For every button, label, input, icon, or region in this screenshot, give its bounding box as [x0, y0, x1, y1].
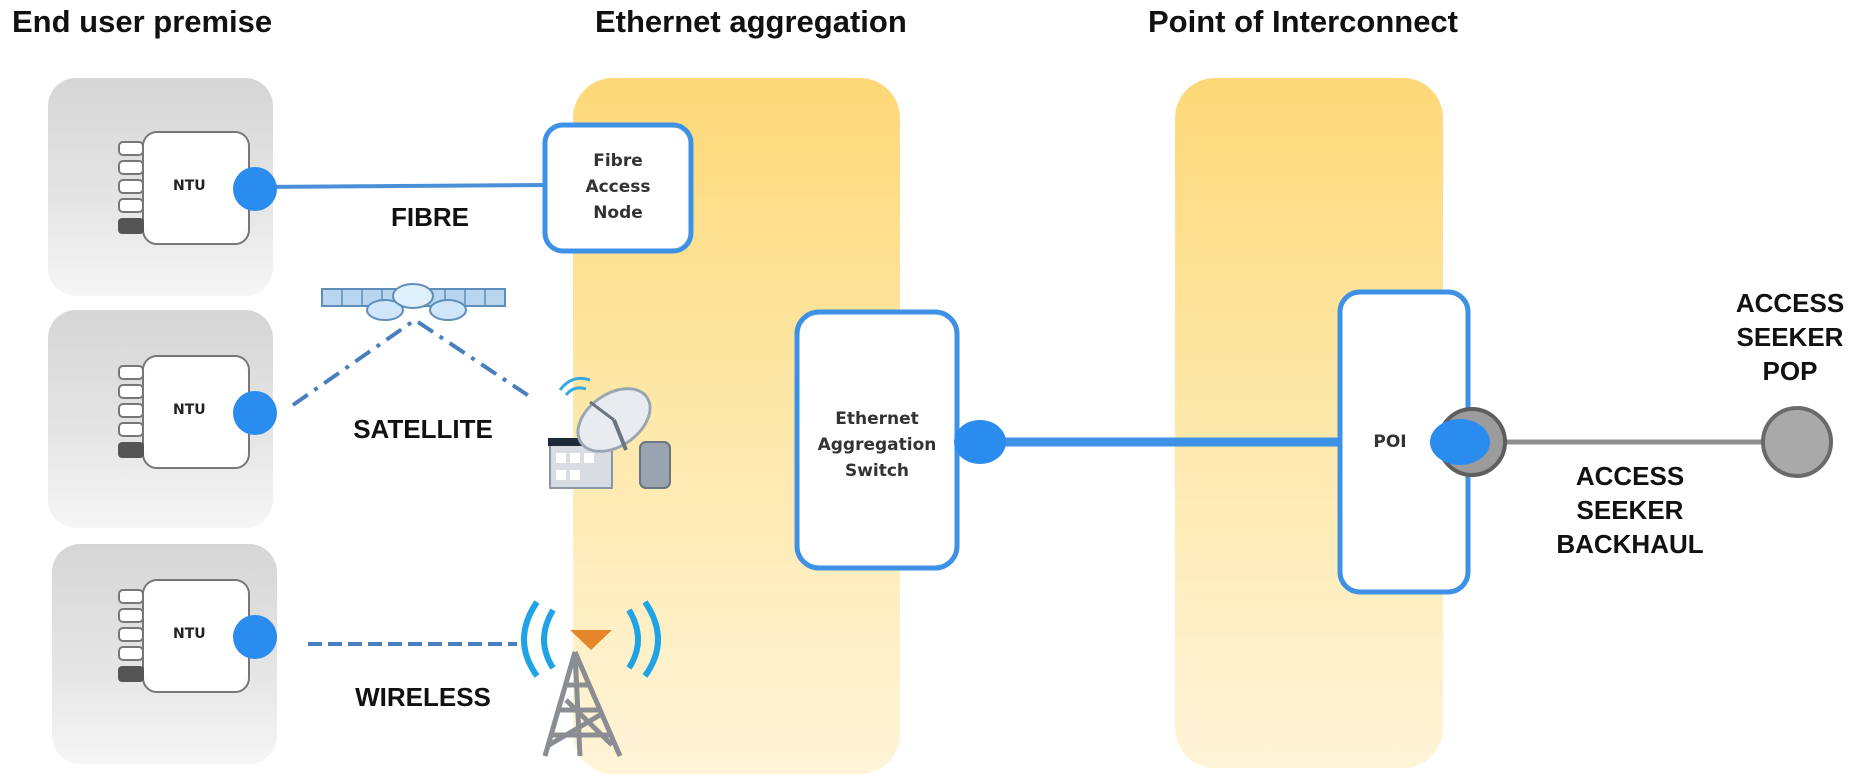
pop-label-line2: SEEKER	[1736, 322, 1844, 352]
heading-end-user-premise: End user premise	[12, 4, 273, 39]
ntu-device-satellite	[118, 355, 250, 469]
ntu-device-wireless	[118, 579, 250, 693]
wireless-link-label: WIRELESS	[355, 682, 491, 712]
satellite-icon	[321, 283, 506, 321]
poi-port	[1430, 419, 1490, 465]
switch-label-line3: Switch	[844, 461, 910, 481]
backhaul-label-line3: BACKHAUL	[1556, 529, 1704, 559]
switch-label-line2: Aggregation	[817, 435, 937, 455]
ntu-device-fibre	[118, 131, 250, 245]
switch-label-line1: Ethernet	[835, 409, 919, 429]
ntu-label-satellite: NTU	[173, 402, 206, 418]
access-seeker-backhaul-label: ACCESS SEEKER BACKHAUL	[1540, 459, 1720, 561]
pop-label-line1: ACCESS	[1735, 288, 1845, 318]
access-seeker-pop-circle	[1761, 406, 1833, 478]
heading-point-of-interconnect: Point of Interconnect	[1148, 4, 1458, 39]
fibre-access-node-box	[542, 122, 694, 254]
ground-station-icon	[548, 376, 671, 489]
ntu-label-fibre: NTU	[173, 178, 206, 194]
access-seeker-pop-label: ACCESS SEEKER POP	[1710, 286, 1864, 388]
satellite-link-label: SATELLITE	[353, 414, 493, 444]
wireless-tower-icon	[521, 600, 661, 757]
satellite-link-left	[291, 320, 414, 407]
fibre-access-node-label: Fibre Access Node	[545, 148, 691, 226]
fibre-access-node-line2: Access	[585, 177, 651, 197]
backhaul-label-line1: ACCESS	[1575, 461, 1685, 491]
pop-label-line3: POP	[1762, 356, 1818, 386]
backhaul-label-line2: SEEKER	[1576, 495, 1684, 525]
satellite-link-right	[416, 320, 534, 400]
ntu-port-satellite	[233, 391, 277, 435]
ntu-port-fibre	[233, 167, 277, 211]
fibre-access-node-line3: Node	[593, 203, 643, 223]
point-of-interconnect-zone	[1175, 78, 1443, 768]
ntu-label-wireless: NTU	[173, 626, 206, 642]
heading-ethernet-aggregation: Ethernet aggregation	[595, 4, 907, 39]
ntu-port-wireless	[233, 615, 277, 659]
fibre-link-line	[254, 183, 546, 189]
ethernet-aggregation-switch-label: Ethernet Aggregation Switch	[797, 406, 957, 484]
fibre-link-label: FIBRE	[391, 202, 469, 232]
switch-port	[954, 420, 1006, 464]
poi-label: POI	[1373, 432, 1407, 452]
fibre-access-node-line1: Fibre	[593, 151, 643, 171]
